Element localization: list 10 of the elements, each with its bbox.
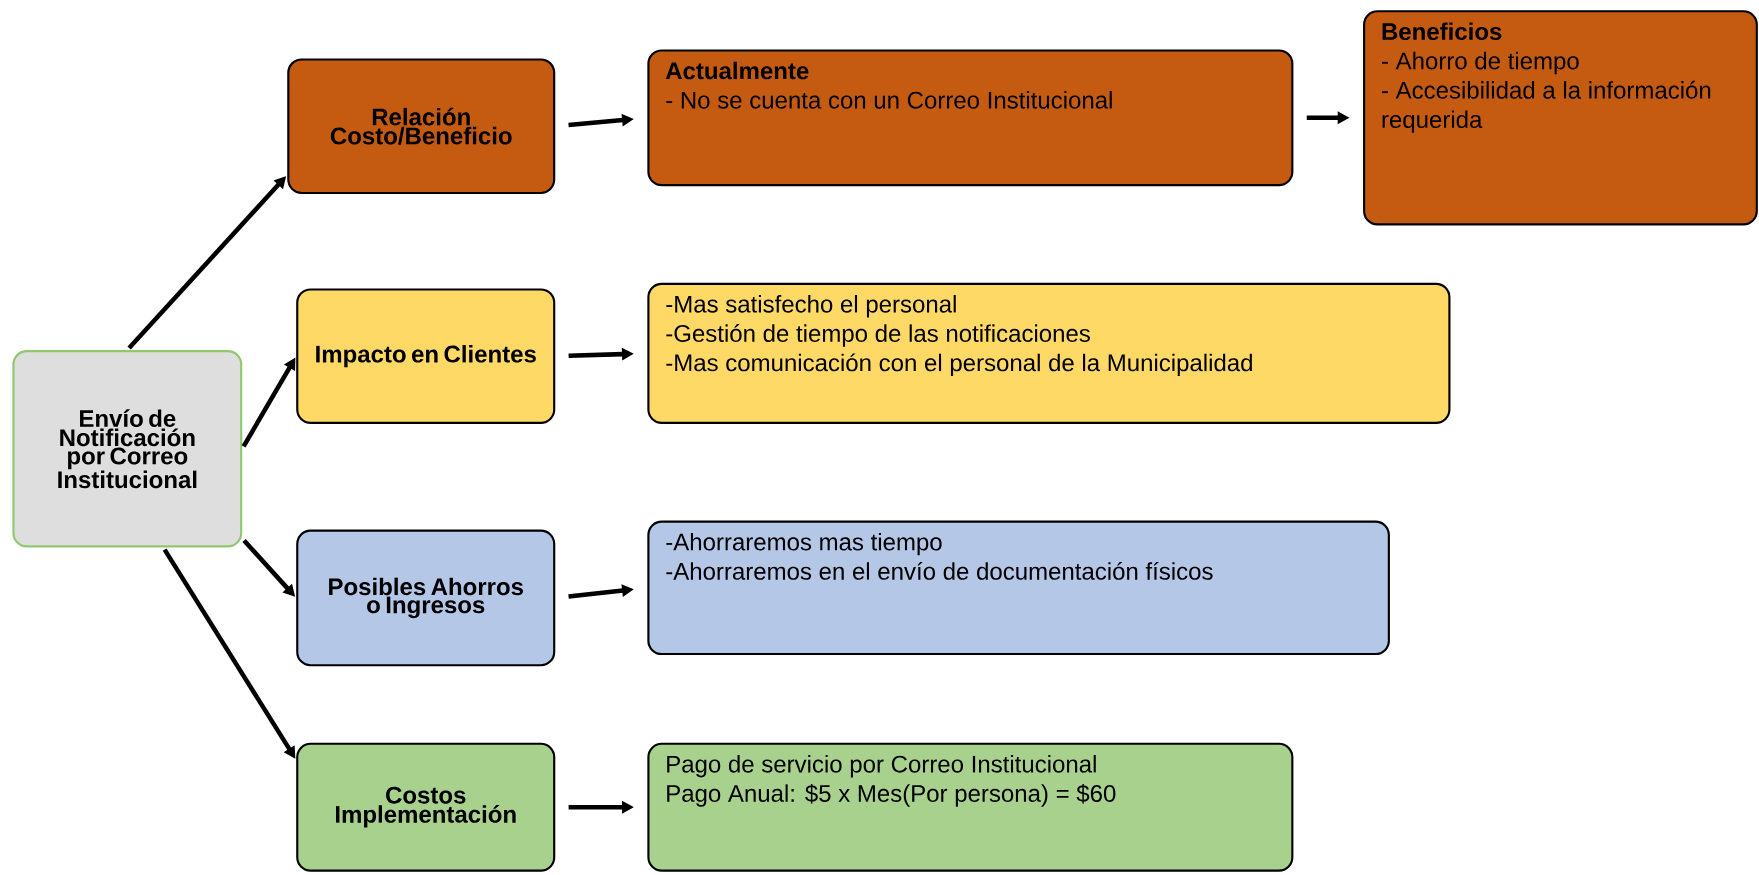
category-box: Relación Costo/Beneficio bbox=[287, 58, 556, 194]
detail-box: -Mas satisfecho el personal -Gestión de tiempo de las notificaciones -Mas comunicación con el personal de la Municipalidad bbox=[647, 282, 1451, 424]
category-box: Impacto en Clientes bbox=[296, 288, 556, 424]
category-box: Posibles Ahorros o Ingresos bbox=[296, 529, 556, 667]
detail-box: Actualmente - No se cuenta con un Correo Institucional bbox=[647, 49, 1294, 187]
category-box: Envío de Notificación por Correo Institucional bbox=[12, 350, 243, 548]
category-box: Costos Implementación bbox=[296, 742, 556, 872]
detail-box: Pago de servicio por Correo Institucional Pago Anual: $5 x Mes(Por persona) = $60 bbox=[647, 742, 1294, 872]
detail-box: -Ahorraremos mas tiempo -Ahorraremos en el envío de documentación físicos bbox=[647, 520, 1390, 656]
detail-box: Beneficios - Ahorro de tiempo - Accesibilidad a la información requerida bbox=[1363, 10, 1758, 226]
